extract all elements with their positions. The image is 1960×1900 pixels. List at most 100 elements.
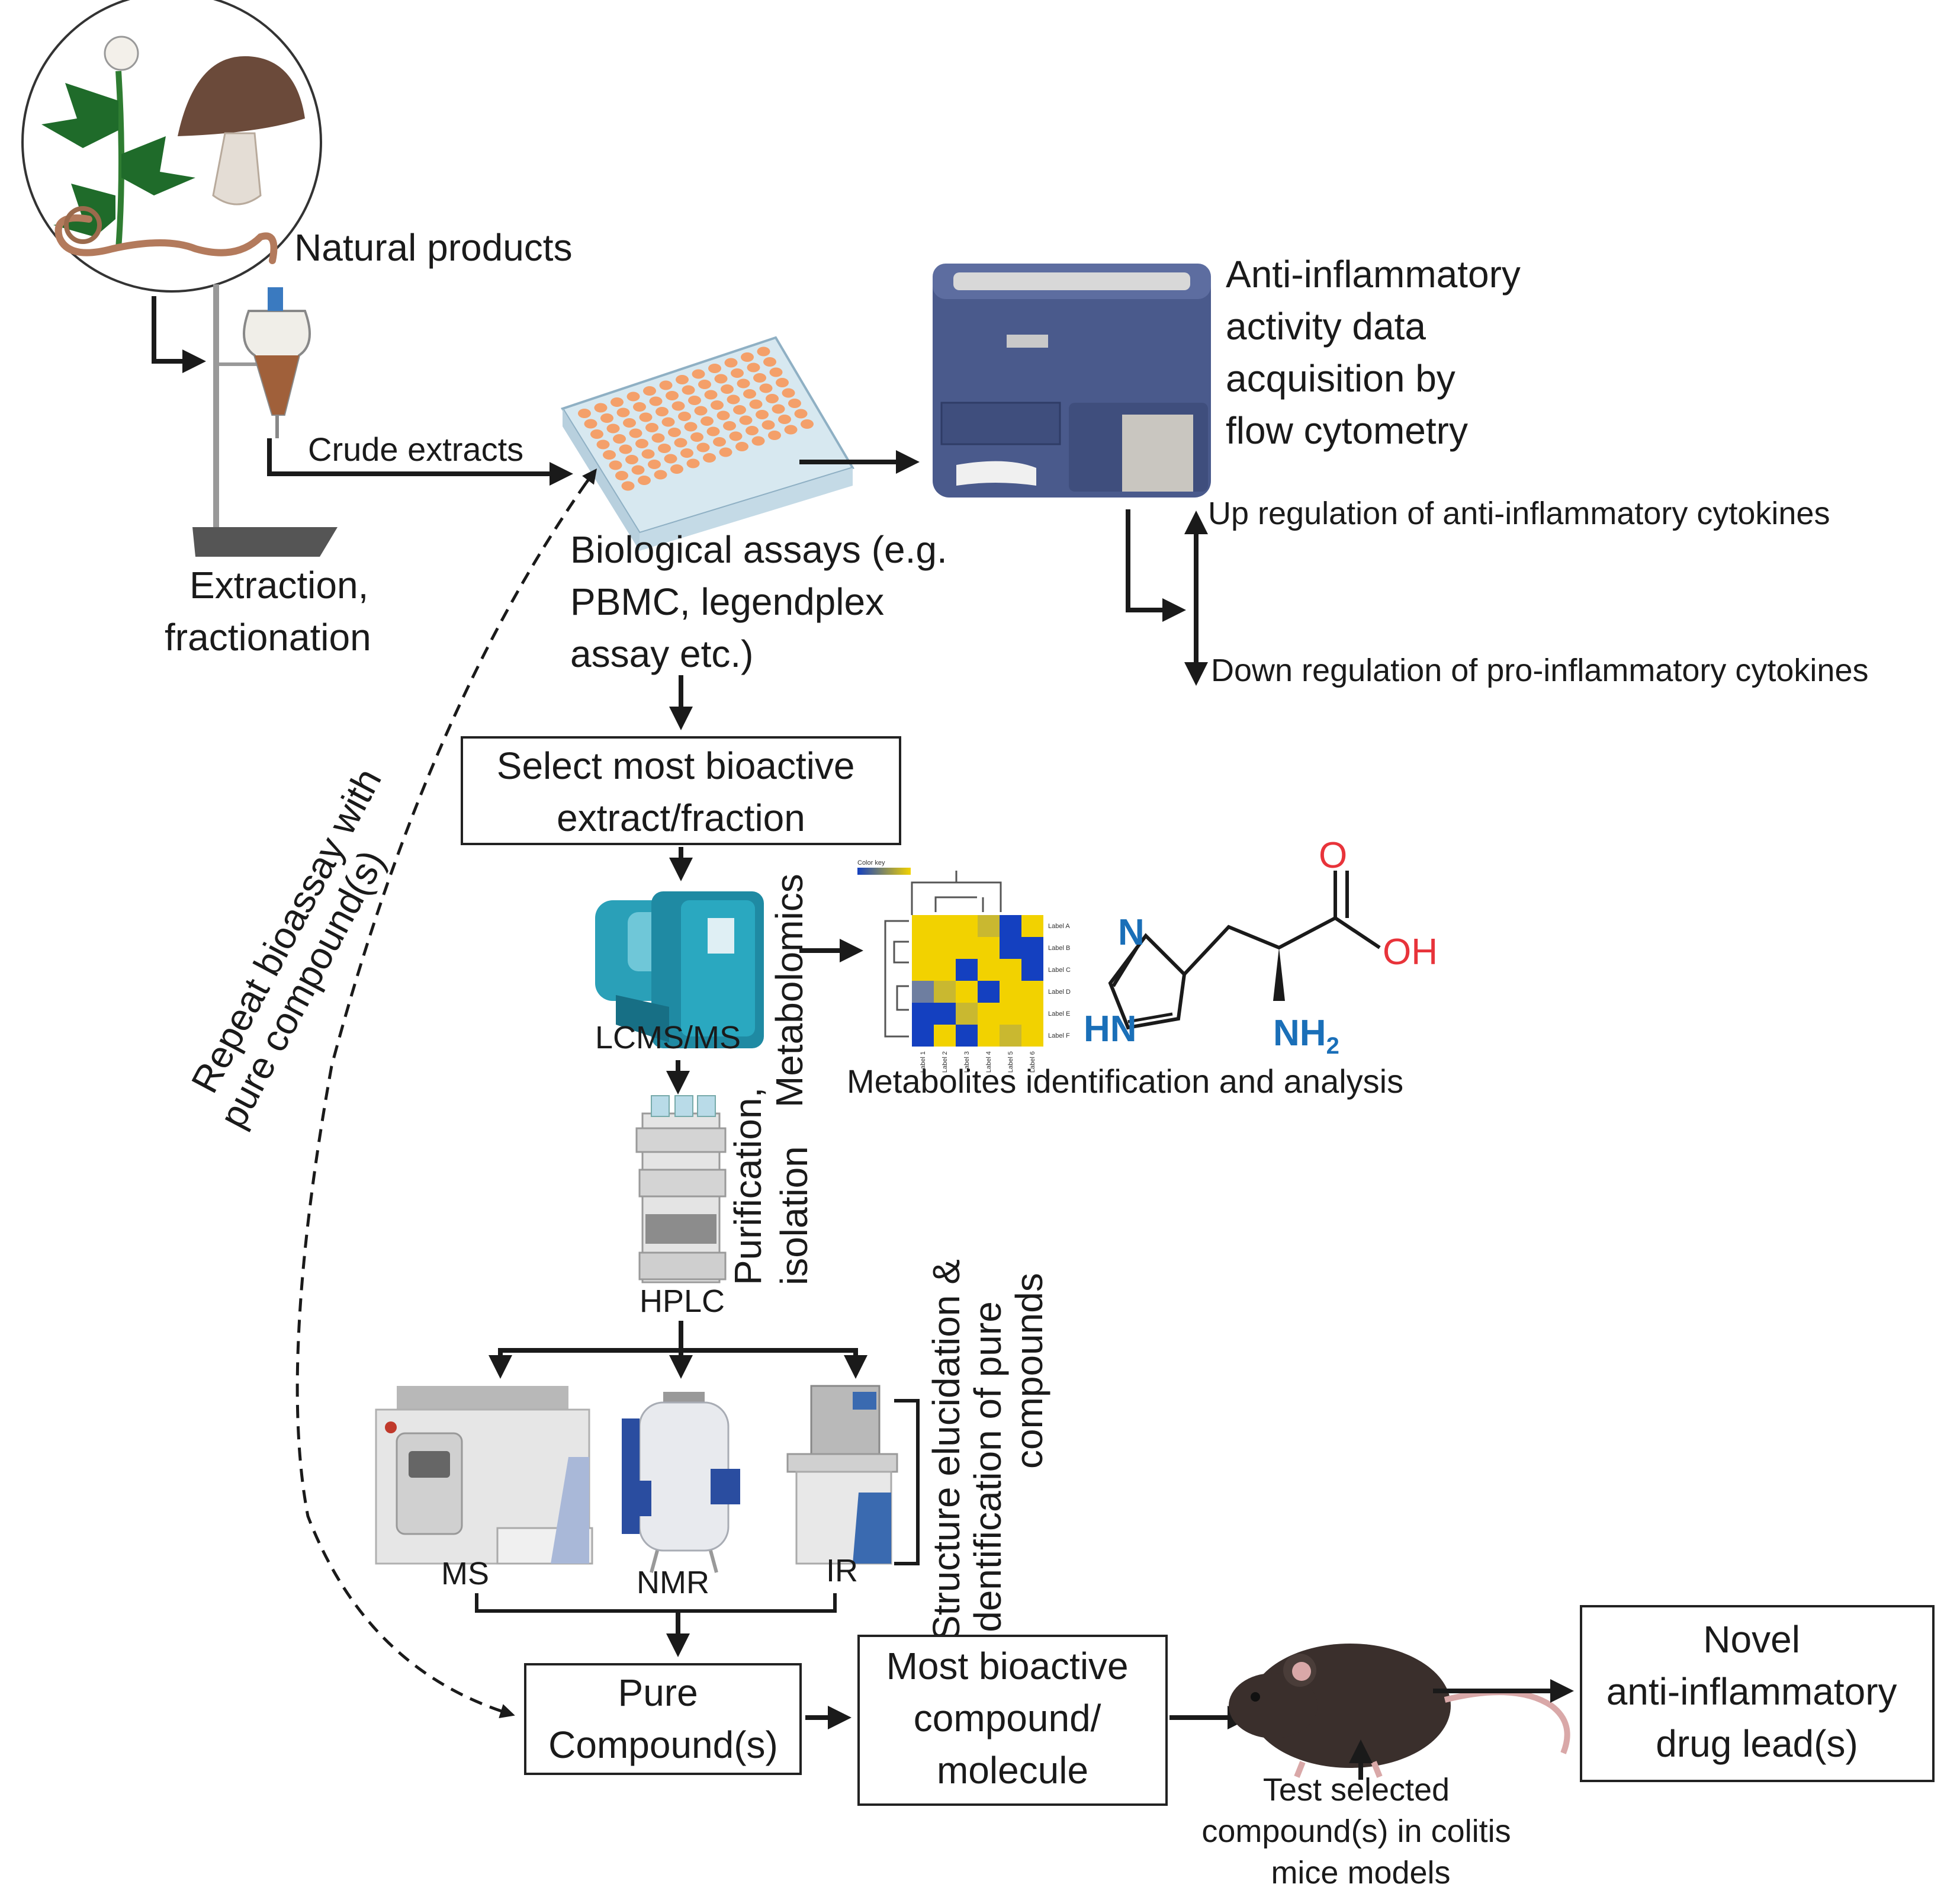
- heatmap-cell: [978, 915, 1000, 937]
- most-bioactive-label: Most bioactive compound/ molecule: [886, 1645, 1139, 1792]
- plate-well: [739, 415, 753, 425]
- histidine-molecule: [1108, 871, 1381, 1030]
- heatmap-col-label: Label 6: [1029, 1051, 1036, 1073]
- plate-well: [759, 383, 773, 393]
- plate-well: [749, 399, 763, 409]
- plate-well: [724, 358, 738, 368]
- heatmap-cell: [934, 1003, 956, 1025]
- plate-well: [611, 397, 624, 407]
- structure-elucidation-label: Structure elucidation & identification o…: [925, 1249, 1050, 1641]
- heatmap-cell: [956, 959, 978, 981]
- heatmap-cell: [1000, 937, 1021, 959]
- heatmap-cell: [912, 1003, 934, 1025]
- select-bioactive-label: Select most bioactive extract/fraction: [497, 744, 866, 839]
- plate-well: [719, 447, 732, 457]
- ir-instrument-illustration: [786, 1385, 898, 1565]
- plate-well: [757, 346, 770, 357]
- plate-well: [776, 378, 789, 387]
- plate-well: [659, 380, 673, 390]
- atom-oh-label: OH: [1383, 932, 1438, 973]
- select-bioactive-box: [461, 736, 901, 845]
- color-key-label: Color key: [857, 859, 885, 866]
- atom-nh2-label: NH2: [1273, 1013, 1339, 1059]
- plate-well: [741, 352, 754, 362]
- plate-well: [649, 396, 663, 406]
- plate-well: [645, 423, 658, 432]
- plate-well: [721, 384, 734, 394]
- heatmap-row-label: Label A: [1048, 923, 1070, 930]
- flow-cytometer-illustration: [933, 264, 1211, 498]
- plate-well: [616, 407, 630, 418]
- heatmap-cell: [934, 981, 956, 1003]
- plate-well: [674, 438, 687, 448]
- plate-well: [670, 464, 683, 474]
- heatmap-cell: [978, 1003, 1000, 1025]
- plate-well: [600, 413, 613, 423]
- plate-well: [794, 409, 808, 419]
- plate-well: [723, 421, 736, 431]
- plate-well: [584, 419, 597, 429]
- repeat-bioassay-arrowhead-top: [582, 468, 597, 485]
- heatmap-cell: [1000, 981, 1021, 1003]
- heatmap-col-label: Label 2: [942, 1051, 949, 1073]
- plate-well: [671, 401, 685, 411]
- heatmap-cell: [956, 1025, 978, 1047]
- plate-well: [684, 422, 698, 432]
- plate-well: [690, 432, 703, 442]
- plate-well: [711, 400, 724, 410]
- plate-well: [696, 442, 710, 452]
- pure-compounds-label: Pure Compound(s): [548, 1671, 778, 1766]
- most-bioactive-box: [857, 1635, 1168, 1806]
- heatmap-cell: [1000, 1003, 1021, 1025]
- plate-well: [680, 448, 693, 458]
- heatmap-col-label: Label 4: [985, 1051, 992, 1073]
- metabolomics-label: Metabolomics: [768, 874, 811, 1108]
- heatmap-col-label: Label 3: [963, 1051, 971, 1073]
- plate-well: [714, 374, 728, 384]
- heatmap-row-label: Label F: [1048, 1032, 1070, 1039]
- plate-well: [753, 373, 766, 383]
- heatmap-cell: [1021, 1003, 1043, 1025]
- lcms-illustration: [595, 891, 764, 1048]
- plate-well: [590, 429, 603, 439]
- plate-well: [701, 416, 714, 426]
- repeat-bioassay-dashed-arrow: [295, 482, 588, 1719]
- plate-well: [735, 442, 748, 451]
- structure-bracket: [894, 1399, 920, 1565]
- plate-well: [666, 391, 679, 400]
- plate-well: [609, 460, 622, 470]
- plate-well: [733, 405, 746, 415]
- heatmap-cell: [934, 959, 956, 981]
- arrow-crude-extracts: [267, 438, 573, 486]
- plate-well: [625, 455, 638, 464]
- plate-well: [594, 403, 608, 413]
- plate-well: [603, 450, 616, 460]
- plate-well: [613, 434, 626, 444]
- heatmap-cell: [912, 915, 934, 937]
- plate-well: [694, 406, 708, 416]
- plate-well: [619, 444, 632, 454]
- extraction-label: Extraction, fractionation: [165, 564, 379, 659]
- plate-well: [778, 415, 791, 424]
- plate-well: [688, 396, 701, 405]
- plate-well: [743, 389, 756, 399]
- plate-well: [676, 375, 689, 384]
- plate-well: [661, 417, 675, 427]
- plate-well: [692, 369, 705, 379]
- nmr-instrument-illustration: [622, 1392, 740, 1573]
- plate-well: [731, 368, 744, 378]
- novel-drug-box: [1580, 1605, 1935, 1782]
- natural-products-illustration: [21, 0, 322, 293]
- ms-instrument-illustration: [375, 1386, 593, 1565]
- plate-well: [656, 407, 669, 416]
- heatmap-cell: [978, 937, 1000, 959]
- heatmap-cell: [934, 1025, 956, 1047]
- plate-well: [596, 439, 610, 450]
- heatmap-row-label: Label D: [1048, 988, 1071, 996]
- biological-assays-label: Biological assays (e.g. PBMC, legendplex…: [570, 528, 958, 675]
- natural-products-label: Natural products: [294, 226, 573, 269]
- color-key-bar: [857, 868, 911, 875]
- plate-well: [698, 380, 711, 389]
- heatmap-cell: [978, 1025, 1000, 1047]
- heatmap-cell: [912, 1025, 934, 1047]
